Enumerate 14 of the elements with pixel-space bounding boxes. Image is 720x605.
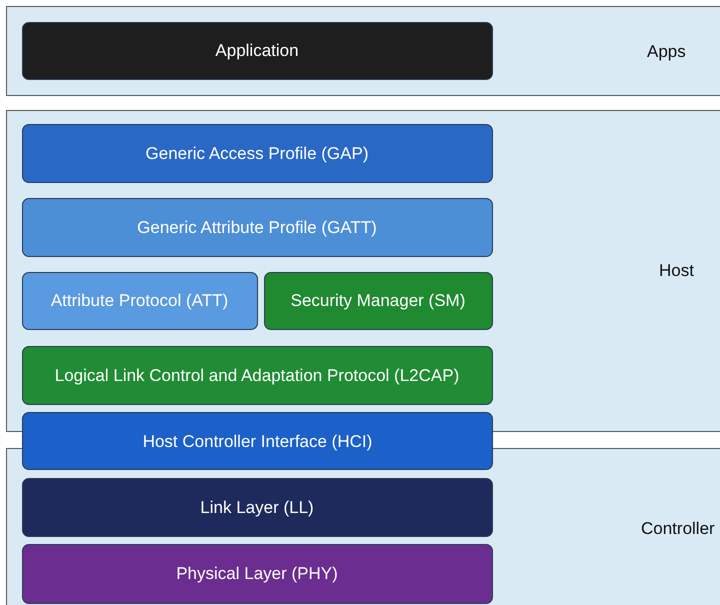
layer-band — [6, 6, 720, 96]
protocol-layer-box: Generic Access Profile (GAP) — [22, 124, 492, 182]
protocol-layer-box: Host Controller Interface (HCI) — [22, 412, 493, 470]
protocol-layer-box: Generic Attribute Profile (GATT) — [22, 198, 492, 256]
layer-title: Host — [659, 261, 694, 281]
protocol-layer-box: Attribute Protocol (ATT) — [22, 272, 258, 330]
layer-title: Apps — [647, 42, 686, 62]
layer-title: Controller — [641, 519, 715, 539]
protocol-layer-box: Link Layer (LL) — [22, 478, 492, 536]
protocol-layer-box: Physical Layer (PHY) — [22, 544, 492, 604]
protocol-layer-box: Security Manager (SM) — [264, 272, 492, 330]
layer-band — [6, 110, 720, 432]
protocol-layer-box: Logical Link Control and Adaptation Protocol (L2CAP) — [22, 346, 492, 404]
protocol-layer-box: Application — [22, 22, 492, 80]
